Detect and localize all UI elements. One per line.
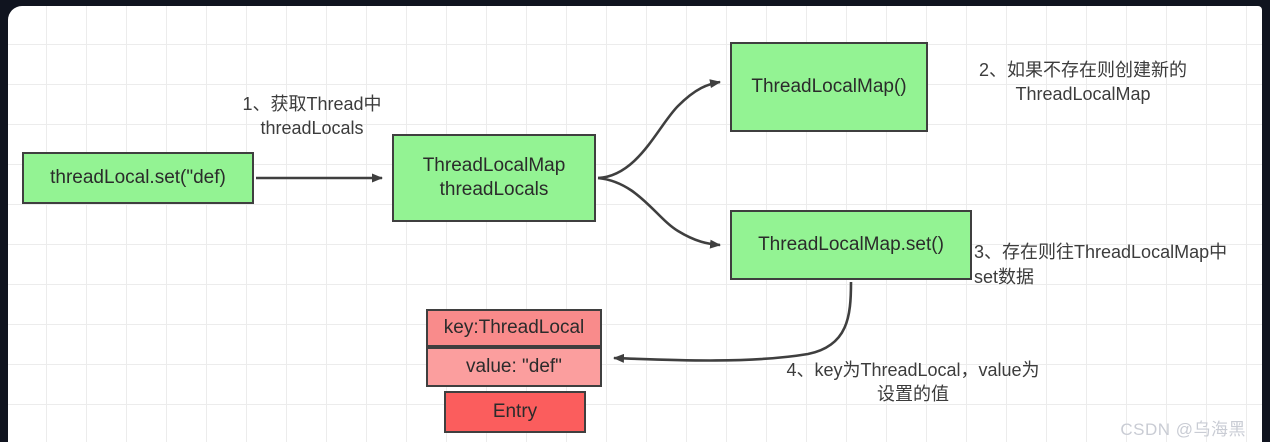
node-threadlocalmap-set[interactable]: ThreadLocalMap.set()	[730, 210, 972, 280]
csdn-watermark: CSDN @乌海黑	[1120, 420, 1246, 439]
node-entry-key[interactable]: key:ThreadLocal	[426, 309, 602, 347]
edge-map-set-to-entry	[613, 281, 853, 363]
annotation-step-3: 3、存在则往ThreadLocalMap中 set数据	[974, 216, 1262, 313]
edge-threadlocals-to-new-map	[597, 79, 721, 180]
annotation-step-2: 2、如果不存在则创建新的 ThreadLocalMap	[978, 60, 1187, 105]
annotation-step-1: 1、获取Thread中 threadLocals	[242, 94, 382, 139]
node-threadlocal-set[interactable]: threadLocal.set("def)	[22, 152, 254, 204]
edge-threadlocals-to-map-set	[597, 176, 721, 249]
annotation-step-3-line-2: set数据	[974, 266, 1035, 287]
node-entry-label[interactable]: Entry	[444, 391, 586, 433]
node-threadlocalmap-threadlocals[interactable]: ThreadLocalMap threadLocals	[392, 134, 596, 222]
annotation-step-4: 4、key为ThreadLocal，value为 设置的值	[786, 360, 1040, 405]
node-threadlocalmap-constructor[interactable]: ThreadLocalMap()	[730, 42, 928, 132]
annotation-step-3-line-1: 3、存在则往ThreadLocalMap中	[974, 242, 1228, 263]
node-entry-value[interactable]: value: "def"	[426, 347, 602, 387]
diagram-canvas: threadLocal.set("def) ThreadLocalMap thr…	[8, 6, 1262, 442]
